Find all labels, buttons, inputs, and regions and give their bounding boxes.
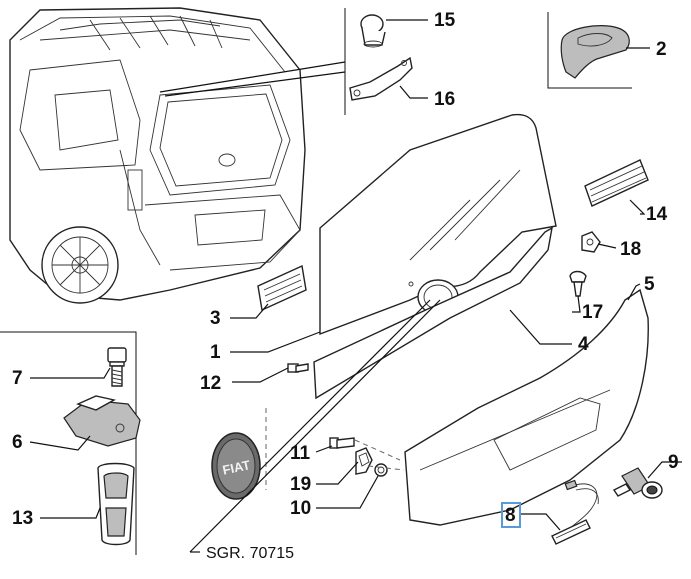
part-18-grommet (581, 231, 601, 253)
part-12-screw (287, 363, 309, 373)
leader-13 (40, 507, 101, 519)
part-19-washer (355, 447, 373, 475)
inset-frame-2 (547, 12, 632, 89)
leader-6 (29, 435, 91, 451)
label-4: 4 (578, 334, 589, 355)
leader-3 (230, 303, 269, 319)
label-11: 11 (290, 443, 311, 464)
label-17: 17 (582, 302, 603, 323)
leader-12 (232, 367, 289, 383)
label-14: 14 (646, 204, 668, 225)
fiat-emblem: FIAT (211, 432, 261, 500)
leader-5 (627, 283, 641, 301)
emblem-leader-a (259, 299, 431, 471)
leader-9 (647, 461, 682, 479)
part-10-nut (374, 463, 388, 477)
leader-10 (316, 475, 379, 509)
label-10: 10 (290, 498, 311, 519)
label-1: 1 (210, 342, 221, 363)
leader-16 (399, 85, 428, 99)
label-9: 9 (668, 452, 679, 473)
leader-7 (30, 367, 111, 379)
leader-17 (572, 295, 581, 313)
leader-8 (520, 513, 561, 531)
leader-1 (230, 331, 321, 353)
label-18: 18 (620, 239, 641, 260)
part-8-harness (551, 479, 599, 545)
label-16: 16 (434, 89, 455, 110)
label-5: 5 (644, 274, 655, 295)
label-15: 15 (434, 10, 456, 31)
label-3: 3 (210, 308, 221, 329)
part-14-reflector (584, 159, 649, 207)
leader-4 (509, 309, 572, 345)
label-7: 7 (12, 368, 23, 389)
part-15-clip (360, 14, 386, 48)
label-19: 19 (290, 474, 311, 495)
leader-car-inset-b (164, 71, 346, 97)
emblem-text: FIAT (221, 457, 251, 477)
part-1-rear-glass (319, 113, 557, 336)
leader-11 (315, 445, 333, 453)
label-13: 13 (12, 508, 33, 529)
leader-18 (597, 243, 617, 249)
label-2: 2 (656, 39, 667, 60)
part-17-clip (569, 270, 587, 297)
label-12: 12 (200, 373, 221, 394)
part-13-lens (97, 462, 135, 546)
part-5-tailgate-trim (404, 288, 649, 526)
part-11-bolt (329, 437, 355, 449)
part-7-screw (107, 347, 127, 387)
leader-car-inset-a (159, 61, 346, 93)
reference-code: SGR. 70715 (206, 545, 294, 562)
part-3-reflector (257, 264, 307, 312)
part-16-bracket (349, 56, 413, 101)
inset-frame-left-lower (0, 331, 137, 555)
emblem-leader-b (189, 299, 441, 553)
part-6-lamp (63, 395, 141, 447)
leader-19 (316, 461, 359, 485)
label-8-highlight (501, 502, 521, 528)
vehicle-illustration (9, 7, 306, 304)
part-9-sensor (612, 467, 663, 499)
assembly-line-c (367, 465, 405, 471)
part-2-cap (560, 25, 630, 79)
label-8: 8 (505, 505, 516, 526)
label-6: 6 (12, 432, 23, 453)
leader-14 (629, 199, 646, 215)
